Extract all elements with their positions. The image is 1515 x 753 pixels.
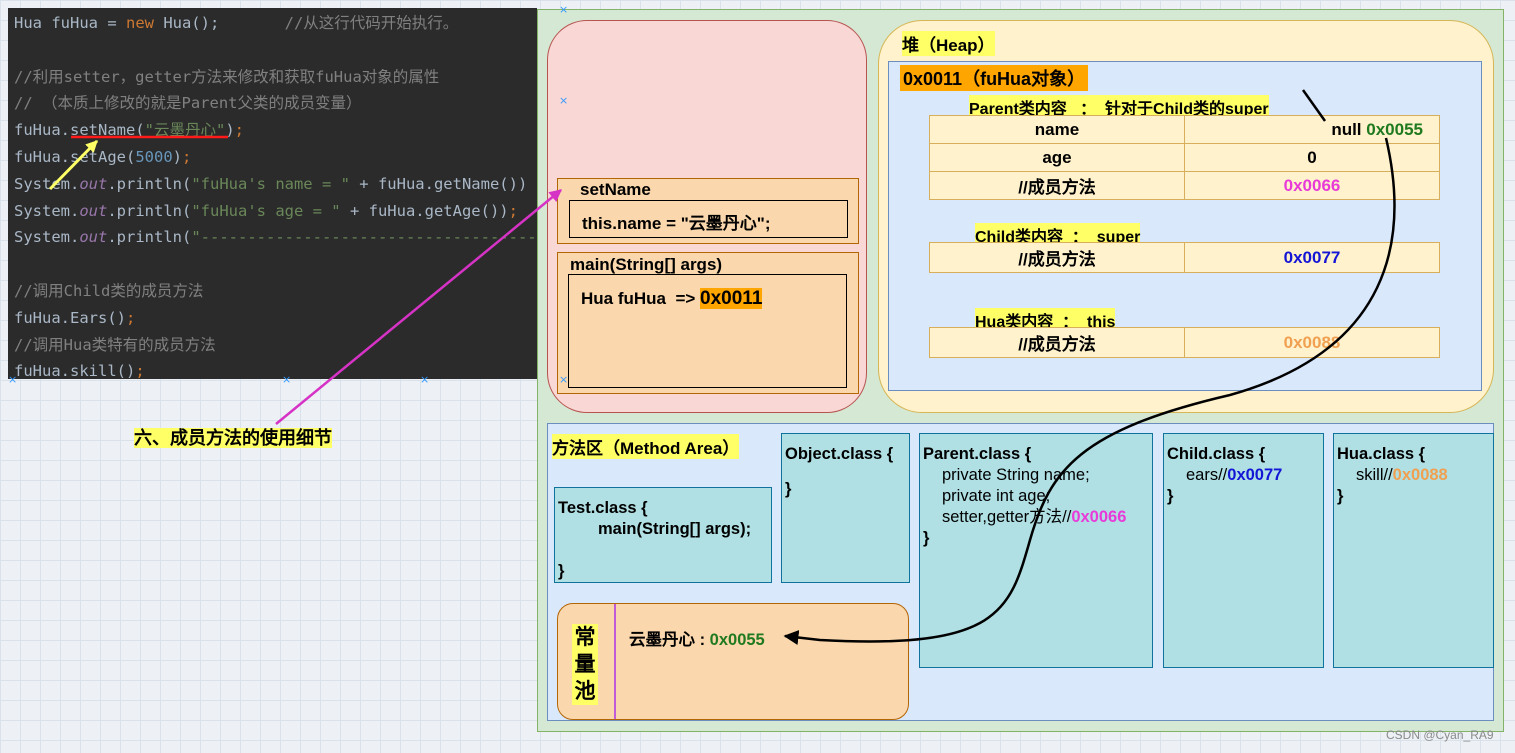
name-pointer-stub [1301,89,1327,122]
main-var-address: 0x0011 [700,288,763,309]
setname-frame-title: setName [580,180,651,199]
code-line: System.out.println("fuHua's name = " + f… [14,174,528,193]
hua-method-key: //成员方法 [929,327,1185,358]
main-var: Hua fuHua => 0x0011 [581,288,763,309]
code-line: fuHua.setAge(5000); [14,147,192,166]
svg-text:×: × [282,373,291,386]
constant-pool: 常 量 池 云墨丹心 : 0x0055 [557,603,909,720]
watermark: CSDN @Cyan_RA9 [1386,728,1494,742]
main-frame-title: main(String[] args) [570,255,723,274]
field-age-key: age [929,143,1185,172]
pool-divider [614,604,616,719]
name-reference-arrow [783,137,1396,645]
connection-points: × × × × × × [8,3,568,386]
pink-arrow [275,189,562,425]
main-frame-body: Hua fuHua => 0x0011 [568,274,847,388]
code-line: //利用setter，getter方法来修改和获取fuHua对象的属性 [14,67,440,86]
svg-text:×: × [559,3,568,16]
code-line: System.out.println("--------------------… [14,228,537,247]
section-title: 六、成员方法的使用细节 [134,428,332,448]
main-frame: main(String[] args) Hua fuHua => 0x0011 [557,252,859,394]
child-method-value: 0x0077 [1184,242,1440,273]
name-address: 0x0055 [1366,119,1423,139]
yellow-arrow [48,139,99,191]
svg-text:×: × [559,94,568,107]
svg-text:×: × [8,373,17,386]
method-area-title: 方法区（Method Area） [552,434,740,459]
object-class-box: Object.class { } [781,433,910,583]
parent-method-key: //成员方法 [929,171,1185,200]
test-class-box: Test.class { main(String[] args); } [554,487,772,583]
heap-title: 堆（Heap） [902,31,995,56]
code-line: System.out.println("fuHua's age = " + fu… [14,201,518,220]
code-line: fuHua.setName("云墨丹心"); [14,121,245,140]
child-class-box: Child.class { ears//0x0077 } [1163,433,1324,668]
pool-entry-address: 0x0055 [709,631,765,649]
hua-class-box: Hua.class { skill//0x0088 } [1333,433,1494,668]
object-title: 0x0011（fuHua对象） [900,65,1089,91]
pool-label: 常 量 池 [572,624,598,705]
pool-entry: 云墨丹心 : 0x0055 [629,631,765,649]
setname-frame: setName this.name = "云墨丹心"; [557,178,859,244]
code-line: Hua fuHua = new Hua(); //从这行代码开始执行。 [14,14,459,32]
hua-method-value: 0x0088 [1184,327,1440,358]
code-line: fuHua.Ears(); [14,308,136,327]
code-line: //调用Child类的成员方法 [14,281,204,300]
parent-class-box: Parent.class { private String name; priv… [919,433,1153,668]
child-method-key: //成员方法 [929,242,1185,273]
parent-method-value: 0x0066 [1184,171,1440,200]
svg-text:×: × [420,373,429,386]
svg-text:×: × [559,373,568,386]
code-line: fuHua.skill(); [14,362,145,379]
code-line: // （本质上修改的就是Parent父类的成员变量） [14,94,362,113]
code-line: //调用Hua类特有的成员方法 [14,335,216,354]
setname-statement: this.name = "云墨丹心"; [569,200,848,238]
code-editor: Hua fuHua = new Hua(); //从这行代码开始执行。 //利用s… [8,8,537,379]
